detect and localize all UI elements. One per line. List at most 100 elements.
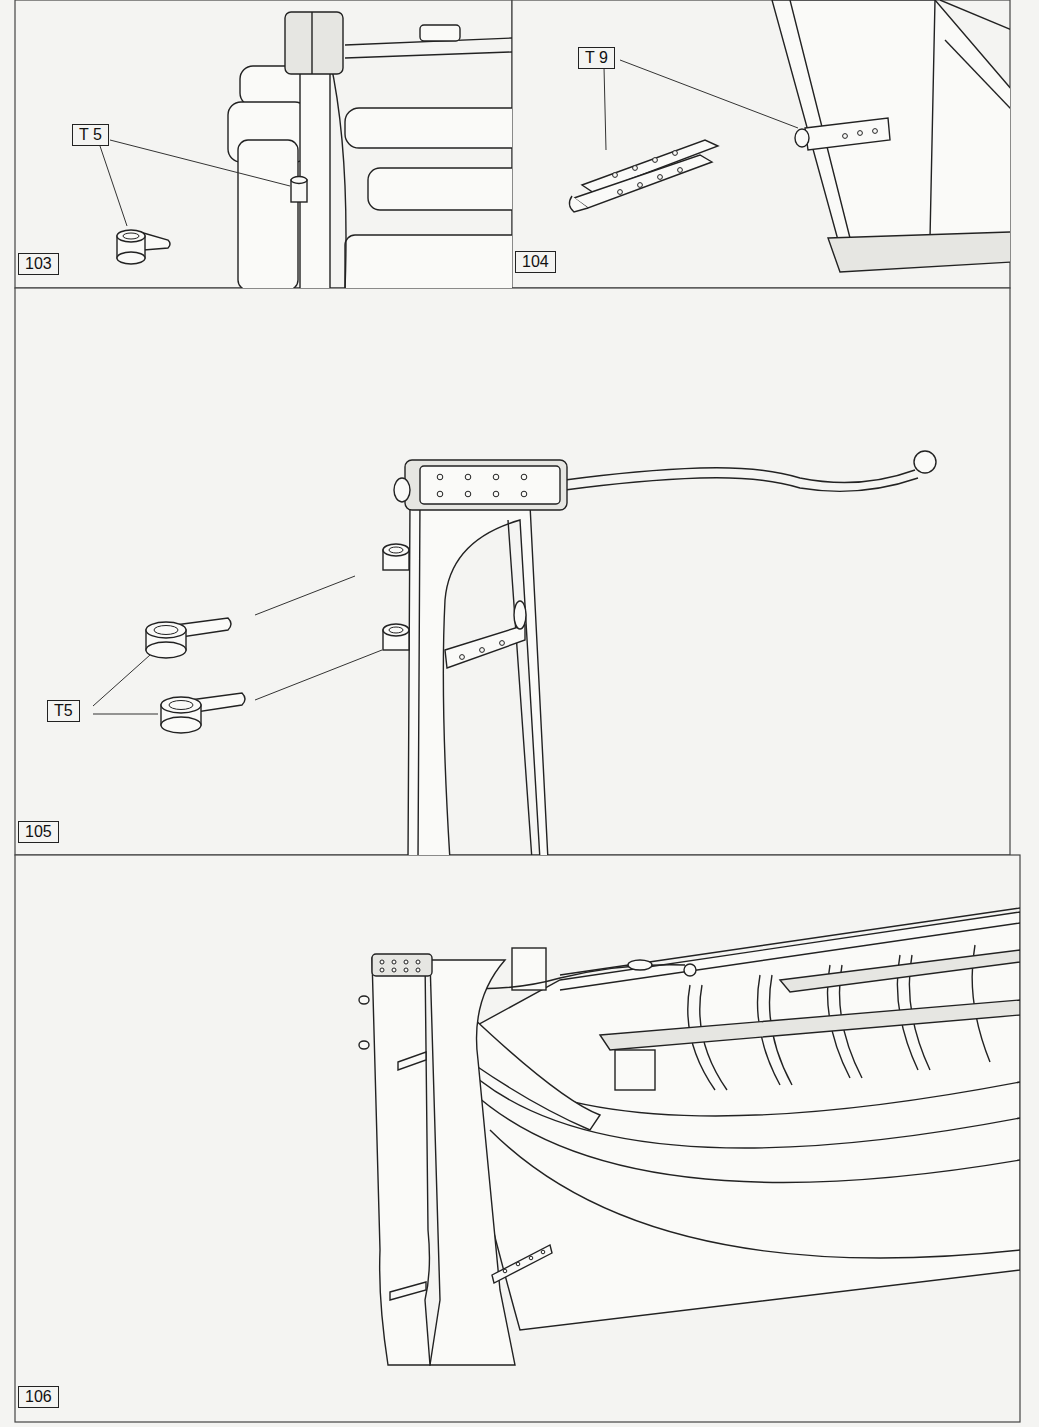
stern-view [117, 230, 145, 242]
rivet-hole [673, 151, 678, 156]
part-code: T5 [54, 702, 73, 720]
rudder-assembly [161, 697, 201, 713]
rudder-assembly [914, 451, 936, 473]
rivet-hole [521, 491, 527, 497]
rivet-hole [416, 968, 420, 972]
rudder-assembly [514, 601, 526, 629]
hull-stern [529, 1256, 533, 1260]
rivet-hole [493, 491, 499, 497]
step-number-text: 105 [25, 823, 52, 841]
rudder-view [843, 134, 848, 139]
rivet-hole [380, 960, 384, 964]
rudder-assembly [383, 544, 409, 556]
hull-stern [512, 948, 546, 990]
rivet-hole [618, 190, 623, 195]
rudder-assembly [154, 626, 178, 635]
stern-view [311, 12, 312, 74]
stern-view [368, 168, 512, 210]
stern-view [285, 12, 343, 74]
rudder-assembly [389, 627, 403, 633]
rudder-assembly [480, 648, 485, 653]
rivet-hole [437, 474, 527, 497]
rivet-hole [437, 491, 443, 497]
panel-frame [15, 855, 1020, 1422]
rudder-assembly [565, 478, 918, 492]
rudder-view [604, 60, 798, 150]
part-code: T 9 [585, 49, 608, 67]
hull-stern [430, 960, 515, 1365]
rudder-view [940, 0, 1010, 30]
rudder-view [569, 196, 588, 212]
rivet-hole [465, 474, 471, 480]
rivet-hole [416, 960, 420, 964]
rudder-view [873, 129, 878, 134]
stern-view [345, 235, 512, 288]
rudder-assembly [418, 500, 532, 855]
rudder-assembly [405, 460, 567, 510]
rivet-hole [613, 173, 618, 178]
rivet-hole [493, 474, 499, 480]
hull-stern [492, 1245, 552, 1283]
rivet-hole [392, 968, 396, 972]
rudder-view [790, 0, 935, 238]
hull-stern [398, 1052, 426, 1070]
stern-view [238, 140, 298, 288]
hull-stern [684, 964, 696, 976]
rudder-assembly [408, 500, 548, 855]
stern-view [345, 108, 512, 148]
hull-stern [516, 1262, 520, 1266]
hull-stern [372, 954, 432, 976]
stern-view [420, 25, 460, 41]
rudder-assembly [93, 655, 158, 714]
step-number: 105 [18, 821, 59, 843]
hull-stern [490, 1130, 1020, 1258]
stern-view [291, 177, 307, 184]
rudder-assembly [460, 655, 465, 660]
rudder-view [772, 0, 1010, 240]
stern-view [100, 140, 290, 226]
hull-stern [450, 912, 1020, 1330]
rivet-hole [404, 960, 408, 964]
rudder-view [858, 131, 863, 136]
rudder-assembly [565, 468, 915, 483]
rudder-assembly [383, 624, 409, 636]
step-number-text: 103 [25, 255, 52, 273]
rivet-hole [658, 175, 663, 180]
hull-stern [541, 1250, 545, 1254]
step-number-text: 106 [25, 1388, 52, 1406]
rivet-hole [638, 183, 643, 188]
stern-view [300, 60, 330, 288]
stern-view [330, 60, 346, 288]
stern-view [123, 233, 139, 239]
rivet-hole [613, 151, 683, 195]
rudder-assembly [161, 717, 201, 733]
rudder-assembly [255, 576, 382, 700]
rivet-hole [380, 960, 420, 972]
step-number: 103 [18, 253, 59, 275]
rudder-assembly [389, 547, 403, 553]
hull-stern [359, 996, 369, 1004]
rudder-assembly [146, 622, 186, 638]
rudder-view [795, 129, 809, 147]
rudder-view [945, 40, 1010, 110]
hull-stern [503, 1269, 507, 1273]
hull-stern [372, 958, 430, 1365]
rivet-hole [678, 168, 683, 173]
part-code: T 5 [79, 126, 102, 144]
rivet-hole [653, 158, 658, 163]
rudder-assembly [500, 641, 505, 646]
rivet-hole [404, 968, 408, 972]
stern-view [117, 252, 145, 264]
hull-stern [560, 908, 1020, 990]
panel-frame [15, 0, 1020, 1422]
hull-stern [780, 950, 1020, 992]
step-number-text: 104 [522, 253, 549, 271]
rudder-assembly [146, 642, 186, 658]
part-label: T 9 [578, 47, 615, 69]
rivet-hole [465, 491, 471, 497]
hull-stern [359, 908, 1020, 1365]
rudder-view [569, 0, 1010, 272]
rudder-assembly [445, 625, 525, 668]
rudder-assembly [93, 451, 936, 855]
